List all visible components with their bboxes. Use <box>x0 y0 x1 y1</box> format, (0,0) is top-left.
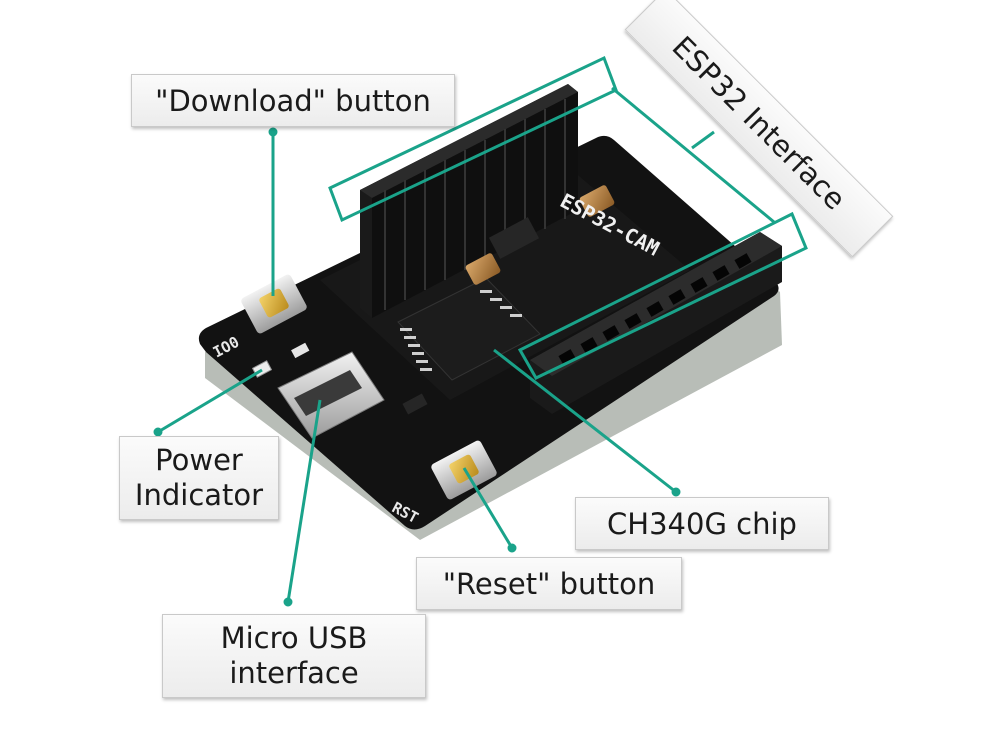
power-indicator-label-line1: Power <box>155 443 243 477</box>
leader-power <box>157 368 263 434</box>
capacitor <box>579 185 615 217</box>
regulator-chip <box>488 217 540 259</box>
micro-usb-port <box>277 351 385 439</box>
power-indicator-label: Power Indicator <box>119 436 279 520</box>
download-button-label-text: "Download" button <box>155 84 431 118</box>
pcb-board-sheen <box>320 160 690 400</box>
leader-usb <box>286 399 322 603</box>
micro-usb-label: Micro USB interface <box>162 614 426 698</box>
reset-button-label-text: "Reset" button <box>442 567 656 601</box>
leader-power-dot <box>153 427 163 437</box>
download-button-switch <box>241 274 307 334</box>
leader-reset <box>462 467 514 549</box>
leader-download-dot <box>268 127 278 137</box>
download-button-label: "Download" button <box>131 74 455 127</box>
micro-usb-label-line2: interface <box>229 656 359 690</box>
leader-esp32-b <box>691 130 715 150</box>
ch340g-chip-body <box>397 277 541 381</box>
leader-ch340 <box>493 348 677 494</box>
leader-esp32-a <box>611 86 775 224</box>
esp32-side-outline <box>517 211 808 380</box>
capacitor <box>465 253 501 285</box>
micro-usb-label-line1: Micro USB <box>220 621 368 655</box>
side-header <box>530 232 782 414</box>
ch340g-chip-label-text: CH340G chip <box>607 507 797 541</box>
leader-reset-dot <box>507 543 517 553</box>
smd-component <box>402 393 428 415</box>
leader-usb-dot <box>283 597 293 607</box>
reset-button-label: "Reset" button <box>416 557 682 610</box>
ch340g-chip-label: CH340G chip <box>575 497 829 550</box>
leader-lines <box>153 55 808 607</box>
smd-component <box>291 342 310 359</box>
power-indicator-label-line2: Indicator <box>134 478 264 512</box>
rear-header <box>360 84 578 318</box>
leader-ch340-dot <box>671 487 681 497</box>
